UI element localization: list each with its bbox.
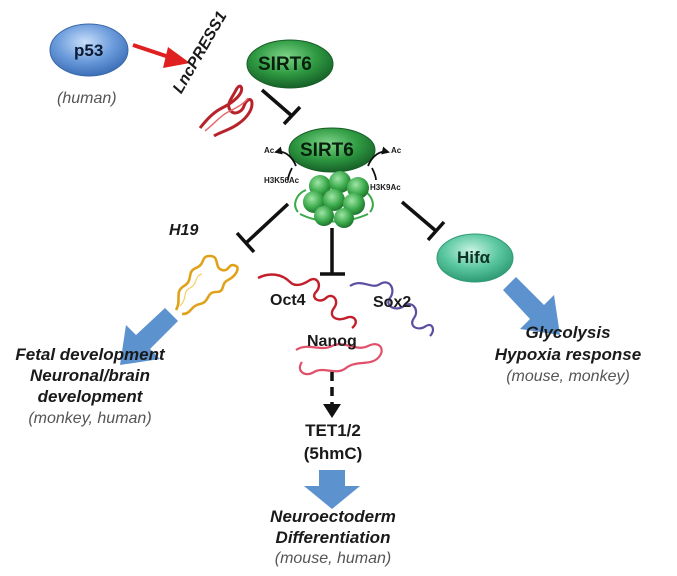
nanog-rna	[295, 343, 383, 376]
sirt6-mid-label: SIRT6	[300, 140, 354, 161]
h19-rna	[174, 254, 239, 316]
h3k9ac-label: H3K9Ac	[370, 183, 401, 192]
ac-left-label: Ac	[264, 146, 275, 155]
hif-node	[436, 233, 514, 283]
blue-arrow-glyco	[503, 277, 560, 335]
glyco-species-text: (mouse, monkey)	[506, 368, 630, 385]
inhibition-h19	[235, 202, 290, 254]
nanog-label: Nanog	[307, 333, 357, 350]
neuroectoderm-text: Neuroectoderm	[270, 507, 396, 526]
p53-label: p53	[74, 41, 104, 60]
oct4-rna	[257, 273, 357, 329]
sox2-label: Sox2	[373, 294, 412, 311]
fetal-development-text: Fetal development	[15, 345, 165, 364]
acetyl-arrows	[274, 146, 390, 181]
blue-arrow-fetal	[120, 308, 178, 365]
neuro-species-text: (mouse, human)	[274, 550, 392, 567]
inhibition-pluripotency	[320, 228, 345, 276]
glycolysis-text: Glycolysis	[525, 323, 611, 342]
hif-label: Hifα	[457, 248, 491, 267]
neuronal-brain-text: Neuronal/brain	[30, 366, 150, 385]
tet-5hmc-label: (5hmC)	[303, 444, 363, 463]
h3k56ac-label: H3K56Ac	[264, 176, 300, 185]
dashed-arrow-tet	[323, 372, 341, 418]
sirt6-top-node	[246, 39, 334, 89]
tet-label: TET1/2	[305, 421, 361, 440]
h19-label: H19	[169, 222, 199, 239]
lncpress1-rna	[198, 84, 254, 138]
sox2-rna	[349, 281, 435, 337]
hypoxia-response-text: Hypoxia response	[494, 345, 642, 364]
inhibition-hif	[400, 200, 446, 242]
nucleosome	[294, 171, 374, 228]
sirt6-top-label: SIRT6	[258, 54, 312, 75]
sirt6-mid-node	[288, 127, 376, 173]
p53-species: (human)	[57, 90, 117, 107]
ac-right-label: Ac	[391, 146, 402, 155]
activation-arrow	[132, 43, 190, 68]
fetal-species-text: (monkey, human)	[28, 410, 152, 427]
oct4-label: Oct4	[270, 292, 306, 309]
differentiation-text: Differentiation	[275, 528, 391, 547]
inhibition-lncpress1-sirt6	[260, 88, 302, 126]
development-text: development	[37, 387, 143, 406]
blue-arrow-neuro	[304, 470, 360, 509]
p53-node	[49, 23, 129, 77]
